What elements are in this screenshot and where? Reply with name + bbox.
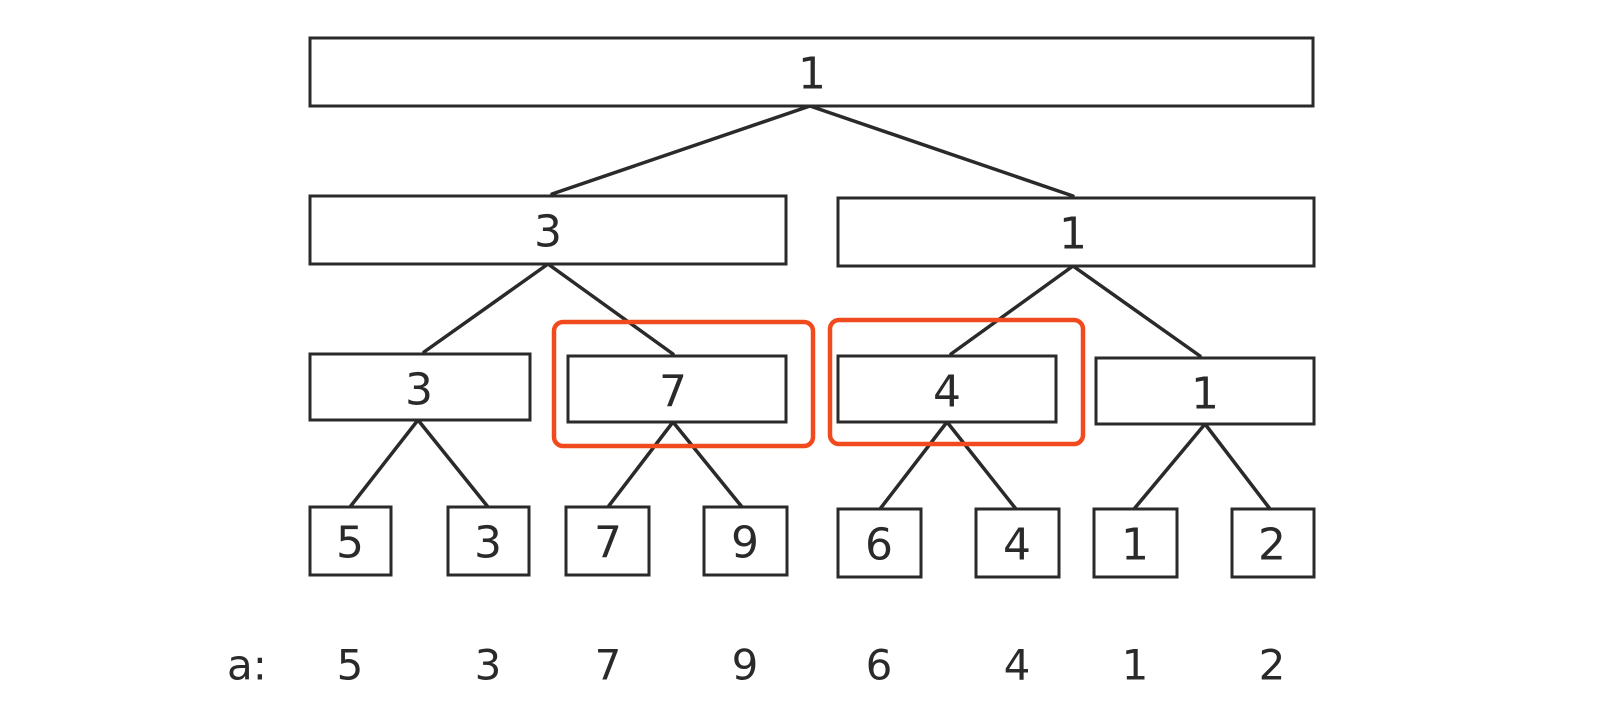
- root-node: 1: [308, 36, 1315, 108]
- leaf-node-4: 9: [702, 505, 789, 577]
- array-value-4: 9: [732, 641, 759, 690]
- array-row: a: 5 3 7 9 6 4 1 2: [227, 641, 1285, 690]
- leaf-node-5: 6: [836, 507, 923, 579]
- leaf-node-2: 3: [446, 505, 531, 577]
- array-value-6: 4: [1004, 641, 1031, 690]
- leaf-6-value: 4: [1003, 520, 1031, 571]
- level2-node-3-value: 4: [933, 367, 961, 418]
- level2-node-4-value: 1: [1191, 369, 1219, 420]
- edge-root-left: [550, 104, 812, 196]
- leaf-4-value: 9: [731, 518, 759, 569]
- leaf-1-value: 5: [336, 518, 364, 569]
- level1-left-value: 3: [534, 207, 562, 258]
- edge-l2c-leaf6: [945, 420, 1018, 511]
- array-value-2: 3: [475, 641, 502, 690]
- edge-l2d-leaf8: [1203, 422, 1272, 511]
- array-value-7: 1: [1122, 641, 1149, 690]
- root-value: 1: [798, 49, 826, 100]
- edge-l2c-leaf5: [878, 420, 949, 511]
- level1-node-left: 3: [308, 194, 788, 266]
- array-value-1: 5: [337, 641, 364, 690]
- leaf-2-value: 3: [474, 518, 502, 569]
- level2-node-4: 1: [1094, 356, 1316, 426]
- array-value-5: 6: [866, 641, 893, 690]
- array-value-8: 2: [1259, 641, 1286, 690]
- level2-node-2: 7: [566, 354, 788, 424]
- level2-node-3: 4: [836, 354, 1058, 424]
- highlight-box-right: [827, 317, 1086, 447]
- level2-node-1-value: 3: [405, 365, 433, 416]
- edge-l1a-l2b: [546, 262, 675, 356]
- edge-l2d-leaf7: [1132, 422, 1207, 511]
- leaf-node-6: 4: [974, 507, 1061, 579]
- leaf-node-7: 1: [1092, 507, 1179, 579]
- highlight-box-left: [551, 319, 816, 449]
- leaf-node-1: 5: [308, 505, 393, 577]
- level1-right-value: 1: [1059, 209, 1087, 260]
- edge-l1b-l2c: [949, 264, 1075, 356]
- level2-node-2-value: 7: [659, 367, 687, 418]
- edge-root-right: [808, 104, 1075, 198]
- edge-l2b-leaf3: [606, 420, 675, 509]
- edge-l2a-leaf1: [348, 418, 420, 509]
- array-label: a:: [227, 641, 267, 690]
- array-value-3: 7: [595, 641, 622, 690]
- leaf-node-8: 2: [1230, 507, 1316, 579]
- level1-node-right: 1: [836, 196, 1316, 268]
- leaf-8-value: 2: [1258, 520, 1286, 571]
- tree-edges: [348, 104, 1272, 511]
- leaf-5-value: 6: [865, 520, 893, 571]
- edge-l2a-leaf2: [416, 418, 490, 509]
- level2-node-1: 3: [308, 352, 532, 422]
- edge-l2b-leaf4: [671, 420, 744, 509]
- leaf-3-value: 7: [594, 518, 622, 569]
- leaf-7-value: 1: [1121, 520, 1149, 571]
- edge-l1b-l2d: [1071, 264, 1202, 358]
- leaf-node-3: 7: [564, 505, 651, 577]
- edge-l1a-l2a: [422, 262, 550, 354]
